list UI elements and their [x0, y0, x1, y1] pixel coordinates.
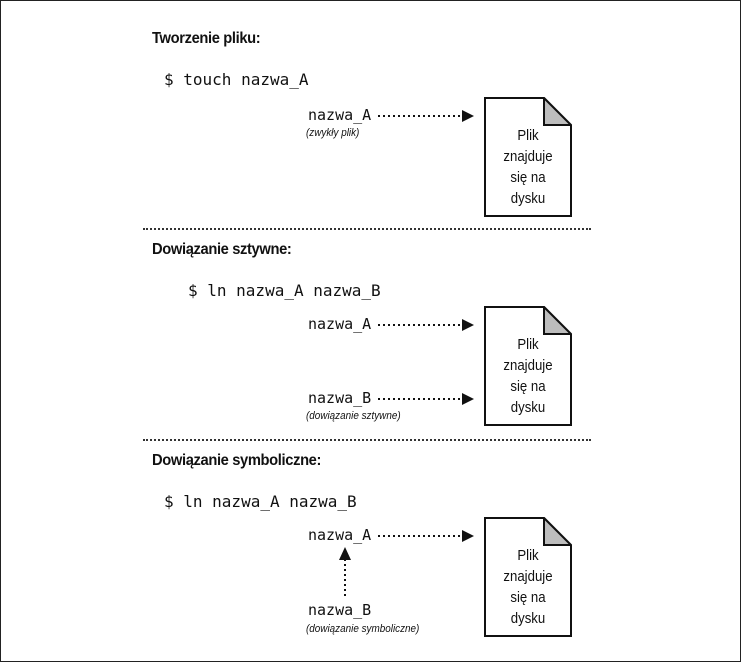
- document-icon: [484, 97, 572, 217]
- filename-a-hardlink: nazwa_A: [308, 315, 372, 333]
- file-on-disk-hardlink: Plik znajduje się na dysku: [484, 306, 572, 426]
- filename-a-symlink: nazwa_A: [308, 526, 372, 544]
- filename-b-hardlink: nazwa_B: [308, 389, 372, 407]
- symlink-note: (dowiązanie symboliczne): [306, 623, 420, 635]
- file-on-disk-label: Plik znajduje się na dysku: [503, 547, 553, 627]
- section-heading-hardlink: Dowiązanie sztywne:: [152, 241, 292, 258]
- section-heading-create: Tworzenie pliku:: [152, 30, 261, 47]
- filename-a-create: nazwa_A: [308, 106, 372, 124]
- filename-b-symlink: nazwa_B: [308, 601, 372, 619]
- regular-file-note: (zwykły plik): [306, 127, 360, 139]
- document-icon: [484, 306, 572, 426]
- command-ln-symbolic: $ ln nazwa_A nazwa_B: [164, 492, 357, 511]
- file-on-disk-label: Plik znajduje się na dysku: [503, 127, 553, 207]
- section-divider-2: [143, 439, 591, 441]
- file-on-disk-label: Plik znajduje się na dysku: [503, 336, 553, 416]
- section-heading-symlink: Dowiązanie symboliczne:: [152, 452, 322, 469]
- file-on-disk-symlink: Plik znajduje się na dysku: [484, 517, 572, 637]
- section-divider-1: [143, 228, 591, 230]
- arrow-create-a: [378, 110, 474, 122]
- document-icon: [484, 517, 572, 637]
- file-on-disk-create: Plik znajduje się na dysku: [484, 97, 572, 217]
- command-touch: $ touch nazwa_A: [164, 70, 309, 89]
- arrow-hardlink-b: [378, 393, 474, 405]
- arrow-symlink-b-to-a: [339, 547, 351, 596]
- command-ln-hard: $ ln nazwa_A nazwa_B: [188, 281, 381, 300]
- arrow-symlink-a: [378, 530, 474, 542]
- hardlink-note: (dowiązanie sztywne): [306, 410, 401, 422]
- arrow-hardlink-a: [378, 319, 474, 331]
